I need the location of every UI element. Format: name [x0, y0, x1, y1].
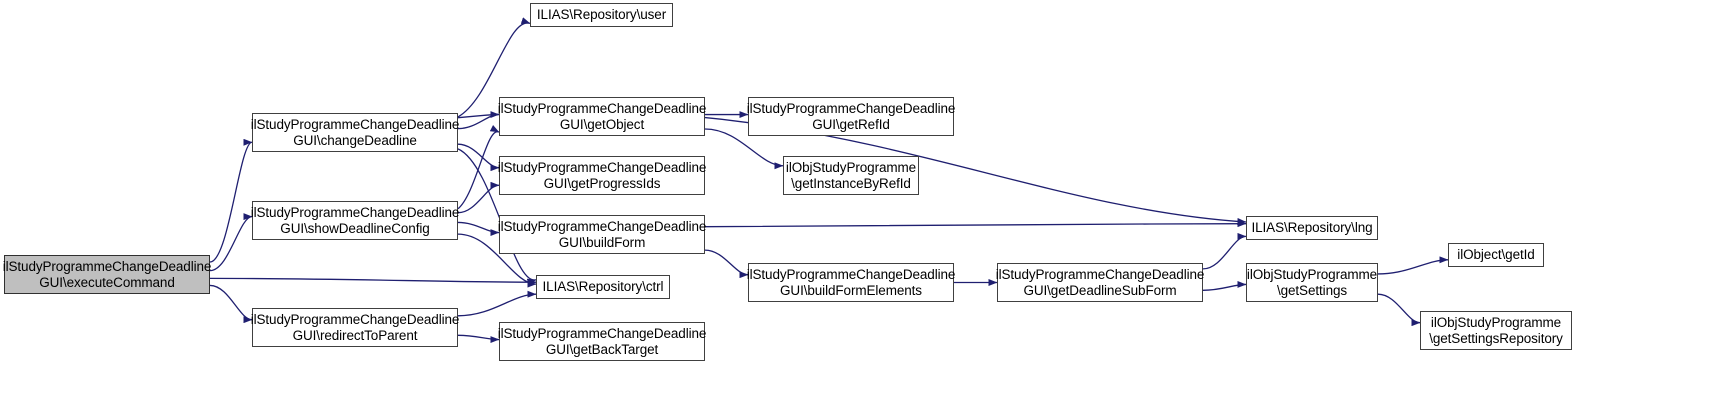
graph-node-label: ilStudyProgrammeChangeDeadline GUI\execu… — [2, 258, 212, 290]
graph-node-label: ILIAS\Repository\ctrl — [542, 279, 664, 294]
graph-node-label: ilObjStudyProgramme \getSettingsReposito… — [1429, 314, 1563, 346]
graph-node-getSettings[interactable]: ilObjStudyProgramme \getSettings — [1246, 263, 1378, 302]
graph-node-repositoryUser[interactable]: ILIAS\Repository\user — [530, 3, 673, 27]
graph-node-redirectToParent[interactable]: ilStudyProgrammeChangeDeadline GUI\redir… — [251, 308, 459, 347]
graph-node-changeDeadline[interactable]: ilStudyProgrammeChangeDeadline GUI\chang… — [251, 113, 459, 152]
graph-node-executeCommand[interactable]: ilStudyProgrammeChangeDeadline GUI\execu… — [3, 255, 211, 294]
graph-node-buildForm[interactable]: ilStudyProgrammeChangeDeadline GUI\build… — [498, 215, 706, 254]
graph-node-getId[interactable]: ilObject\getId — [1448, 243, 1544, 267]
graph-node-label: ilObjStudyProgramme \getInstanceByRefId — [785, 159, 917, 191]
graph-edge-getDeadlineSubForm-to-repositoryLng — [1202, 232, 1247, 270]
graph-edge-executeCommand-to-redirectToParent — [209, 284, 253, 324]
graph-edge-executeCommand-to-changeDeadline — [209, 138, 253, 263]
graph-node-label: ilStudyProgrammeChangeDeadline GUI\getOb… — [497, 100, 707, 132]
graph-node-getBackTarget[interactable]: ilStudyProgrammeChangeDeadline GUI\getBa… — [498, 322, 706, 361]
graph-node-label: ilObjStudyProgramme \getSettings — [1246, 266, 1378, 298]
graph-node-label: ilStudyProgrammeChangeDeadline GUI\getDe… — [995, 266, 1205, 298]
graph-node-repositoryLng[interactable]: ILIAS\Repository\lng — [1246, 216, 1378, 240]
graph-node-getProgressIds[interactable]: ilStudyProgrammeChangeDeadline GUI\getPr… — [498, 156, 706, 195]
graph-node-label: ilStudyProgrammeChangeDeadline GUI\build… — [746, 266, 956, 298]
graph-node-label: ilStudyProgrammeChangeDeadline GUI\getRe… — [746, 100, 956, 132]
graph-edge-buildForm-to-buildFormElements — [704, 249, 749, 279]
graph-node-label: ilStudyProgrammeChangeDeadline GUI\getBa… — [497, 325, 707, 357]
graph-node-label: ilStudyProgrammeChangeDeadline GUI\chang… — [250, 116, 460, 148]
graph-node-getRefId[interactable]: ilStudyProgrammeChangeDeadline GUI\getRe… — [747, 97, 955, 136]
graph-node-getSettingsRepository[interactable]: ilObjStudyProgramme \getSettingsReposito… — [1420, 311, 1572, 350]
graph-node-showDeadlineConfig[interactable]: ilStudyProgrammeChangeDeadline GUI\showD… — [251, 201, 459, 240]
graph-node-label: ilObject\getId — [1457, 247, 1535, 262]
graph-node-label: ilStudyProgrammeChangeDeadline GUI\showD… — [250, 204, 460, 236]
graph-node-label: ilStudyProgrammeChangeDeadline GUI\getPr… — [497, 159, 707, 191]
graph-edge-redirectToParent-to-repositoryCtrl — [457, 290, 537, 317]
graph-node-getInstanceByRefId[interactable]: ilObjStudyProgramme \getInstanceByRefId — [783, 156, 919, 195]
graph-node-label: ILIAS\Repository\user — [536, 7, 667, 22]
graph-node-buildFormElements[interactable]: ilStudyProgrammeChangeDeadline GUI\build… — [747, 263, 955, 302]
graph-edge-buildForm-to-repositoryLng — [704, 220, 1247, 228]
graph-node-getObject[interactable]: ilStudyProgrammeChangeDeadline GUI\getOb… — [498, 97, 706, 136]
graph-node-label: ILIAS\Repository\lng — [1251, 220, 1373, 235]
graph-edge-getSettings-to-getId — [1377, 256, 1449, 275]
graph-node-label: ilStudyProgrammeChangeDeadline GUI\build… — [497, 218, 707, 250]
graph-edge-executeCommand-to-repositoryCtrl — [209, 277, 537, 286]
graph-node-getDeadlineSubForm[interactable]: ilStudyProgrammeChangeDeadline GUI\getDe… — [996, 263, 1204, 302]
graph-node-label: ilStudyProgrammeChangeDeadline GUI\redir… — [250, 311, 460, 343]
graph-edge-getDeadlineSubForm-to-getSettings — [1202, 280, 1247, 291]
graph-edge-executeCommand-to-showDeadlineConfig — [209, 213, 253, 272]
graph-node-repositoryCtrl[interactable]: ILIAS\Repository\ctrl — [536, 275, 670, 299]
graph-edge-getSettings-to-getSettingsRepository — [1377, 293, 1421, 327]
